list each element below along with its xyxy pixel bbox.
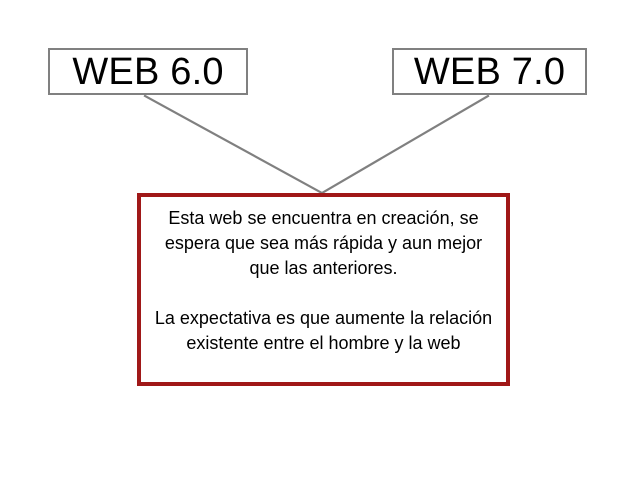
description-box[interactable]: Esta web se encuentra en creación, se es…: [137, 193, 510, 386]
description-paragraph-2: La expectativa es que aumente la relació…: [154, 308, 493, 353]
connector-line-left: [143, 94, 324, 195]
paragraph-spacer: [153, 281, 494, 306]
web-6-label: WEB 6.0: [72, 50, 224, 93]
web-7-label: WEB 7.0: [413, 50, 566, 93]
description-paragraph-1: Esta web se encuentra en creación, se es…: [164, 208, 483, 278]
connector-line-right: [320, 94, 490, 195]
web-6-box[interactable]: WEB 6.0: [48, 48, 248, 95]
web-7-box[interactable]: WEB 7.0: [392, 48, 587, 95]
